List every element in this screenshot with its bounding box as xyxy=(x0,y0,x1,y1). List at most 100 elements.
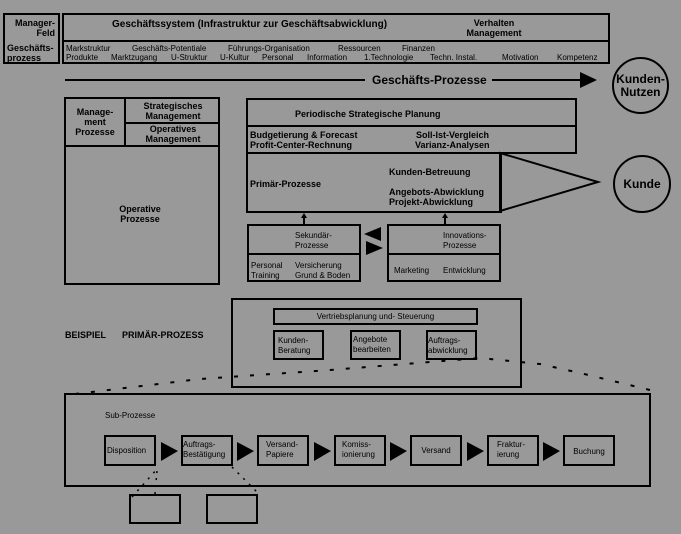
operativ-label-1: Operatives xyxy=(149,124,197,134)
sub-step-arrow-icon xyxy=(543,442,560,461)
infra-item: Produkte xyxy=(66,53,99,62)
sub-step-arrow-icon xyxy=(314,442,331,461)
strategisch-label-2: Management xyxy=(145,111,201,121)
sub-step-label-1: Auftrags- xyxy=(183,440,216,449)
innovation-up-arrow-head-icon xyxy=(442,213,448,218)
innovation-divider xyxy=(389,253,499,255)
process-arrow-line-right xyxy=(492,79,584,81)
geschaeftssystem-box: Geschäftssystem (Infrastruktur zur Gesch… xyxy=(62,13,610,64)
operative-prozesse-label-2: Prozesse xyxy=(120,214,160,224)
funnel-triangle xyxy=(499,151,602,213)
manager-feld-label-2: Feld xyxy=(36,28,55,38)
infra-item: Techn. Instal. xyxy=(430,53,478,62)
budget-label: Budgetierung & Forecast xyxy=(250,130,358,140)
sub-prozesse-label: Sub-Prozesse xyxy=(105,411,156,420)
planning-divider xyxy=(248,125,575,127)
sub-step-arrow-icon xyxy=(237,442,254,461)
profit-label: Profit-Center-Rechnung xyxy=(250,140,352,150)
sekundaer-prozesse-box: Sekundär- Prozesse Personal Training Ver… xyxy=(247,224,361,282)
innovation-title-2: Prozesse xyxy=(443,241,477,250)
sub-step-auftragsbestaetigung: Auftrags- Bestätigung xyxy=(181,435,233,466)
sub-step-label-1: Versand xyxy=(421,446,451,455)
soll-label: Soll-Ist-Vergleich xyxy=(416,130,490,140)
geschaeftssystem-divider xyxy=(64,40,608,42)
vertrieb-title: Vertriebsplanung und- Steuerung xyxy=(316,312,435,321)
sub-prozesse-box: Sub-Prozesse xyxy=(64,393,651,487)
strategisch-label-1: Strategisches xyxy=(143,101,203,111)
grund-label: Grund & Boden xyxy=(295,271,351,280)
entwicklung-label: Entwicklung xyxy=(443,266,486,275)
infra-item: Kompetenz xyxy=(557,53,598,62)
process-arrow-label: Geschäfts-Prozesse xyxy=(372,73,487,87)
personal-label: Personal xyxy=(251,261,283,270)
operativ-label-2: Management xyxy=(145,134,201,144)
vertrieb-item-label-2: Beratung xyxy=(278,346,311,355)
process-overview-box: Manage- ment Prozesse Strategisches Mana… xyxy=(64,97,220,285)
strategisch-divider xyxy=(124,122,218,124)
vertrieb-item-label-1: Auftrags- xyxy=(428,336,461,345)
beispiel-label: BEISPIEL xyxy=(65,330,107,340)
infra-item: Führungs-Organisation xyxy=(228,44,310,53)
infra-item: Marktzugang xyxy=(111,53,158,62)
infra-item: Motivation xyxy=(502,53,539,62)
sub-step-label-1: Komiss- xyxy=(342,440,371,449)
detail-box-empty-right xyxy=(206,494,258,524)
process-arrow-head-icon xyxy=(580,72,597,88)
verhalten-label-1: Verhalten xyxy=(473,18,515,28)
sub-step-versand: Versand xyxy=(410,435,462,466)
management-divider-h xyxy=(66,145,218,147)
marketing-label: Marketing xyxy=(394,266,430,275)
infra-item: Geschäfts-Potentiale xyxy=(132,44,207,53)
kunde-circle: Kunde xyxy=(613,155,671,213)
sub-step-frakturierung: Fraktur- ierung xyxy=(487,435,539,466)
sub-step-disposition: Disposition xyxy=(104,435,156,466)
vertrieb-item-auftragsabwicklung: Auftrags- abwicklung xyxy=(426,330,477,360)
sub-step-label-2: ionierung xyxy=(342,450,375,459)
management-prozesse-label-3: Prozesse xyxy=(75,127,115,137)
infra-item: Information xyxy=(307,53,348,62)
vertrieb-item-label-2: abwicklung xyxy=(428,346,468,355)
sub-step-label-2: Papiere xyxy=(266,450,294,459)
geschaeftssystem-title: Geschäftssystem (Infrastruktur zur Gesch… xyxy=(112,19,388,30)
training-label: Training xyxy=(251,271,280,280)
sub-step-arrow-icon xyxy=(390,442,407,461)
sub-step-arrow-icon xyxy=(161,442,178,461)
vertrieb-item-label-1: Angebote xyxy=(353,335,388,344)
sekundaer-title-2: Prozesse xyxy=(295,241,329,250)
infra-item: U-Kultur xyxy=(220,53,250,62)
infra-item: Markstruktur xyxy=(66,44,111,53)
vertrieb-box: Vertriebsplanung und- Steuerung Kunden- … xyxy=(231,298,522,388)
sekundaer-divider xyxy=(249,253,359,255)
sub-step-buchung: Buchung xyxy=(563,435,615,466)
kunde-label: Kunde xyxy=(623,176,661,191)
infra-item: Finanzen xyxy=(402,44,435,53)
detail-box-empty-left xyxy=(129,494,181,524)
manager-feld-box: Manager- Feld Geschäfts- prozess xyxy=(3,13,60,64)
infra-item: 1.Technologie xyxy=(364,53,414,62)
kunden-nutzen-circle: Kunden- Nutzen xyxy=(612,57,669,114)
kunden-nutzen-label-2: Nutzen xyxy=(620,84,661,99)
sub-step-label-1: Fraktur- xyxy=(497,440,525,449)
management-prozesse-label-2: ment xyxy=(84,117,106,127)
kundenbetreuung-label: Kunden-Betreuung xyxy=(389,167,471,177)
vertrieb-item-label-2: bearbeiten xyxy=(353,345,391,354)
verhalten-label-2: Management xyxy=(466,28,522,38)
planning-title: Periodische Strategische Planung xyxy=(295,109,441,119)
infra-item: U-Struktur xyxy=(171,53,208,62)
primaer-prozess-label: PRIMÄR-PROZESS xyxy=(122,330,204,340)
sub-step-label-2: Bestätigung xyxy=(183,450,226,459)
sub-step-label-2: ierung xyxy=(497,450,520,459)
infra-item: Personal xyxy=(262,53,294,62)
geschaeftsprozess-label-1: Geschäfts- xyxy=(7,43,54,53)
projekt-label: Projekt-Abwicklung xyxy=(389,197,474,207)
right-arrow-icon xyxy=(366,241,383,255)
sub-step-label-1: Disposition xyxy=(107,446,147,455)
sekundaer-up-arrow-head-icon xyxy=(301,213,307,218)
manager-feld-label-1: Manager- xyxy=(14,18,55,28)
sekundaer-title-1: Sekundär- xyxy=(295,231,332,240)
sub-step-versandpapiere: Versand- Papiere xyxy=(257,435,309,466)
angebot-label: Angebots-Abwicklung xyxy=(389,187,484,197)
process-arrow-line-left xyxy=(65,79,365,81)
primaer-label: Primär-Prozesse xyxy=(250,179,322,189)
left-arrow-icon xyxy=(364,227,381,241)
